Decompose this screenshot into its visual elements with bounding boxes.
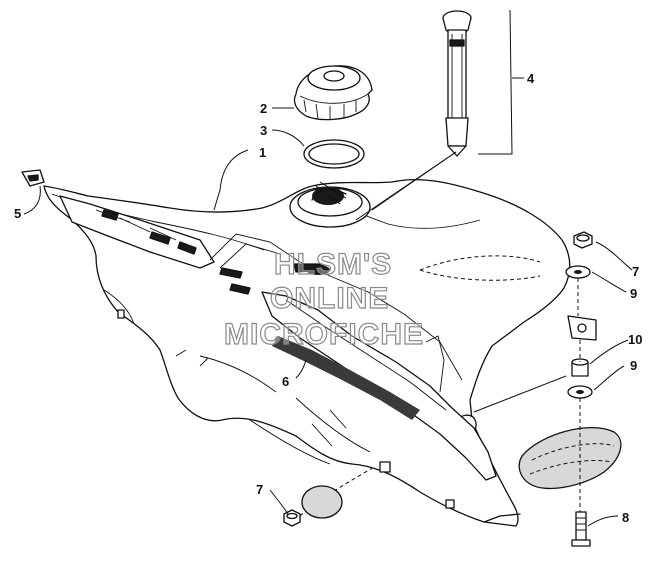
callout-1: 1 <box>259 145 266 160</box>
callout-3: 3 <box>260 123 267 138</box>
callout-9-top: 9 <box>630 286 637 301</box>
callout-7-bottom: 7 <box>256 482 263 497</box>
gas-cap <box>293 65 373 121</box>
watermark-line-3: MICROFICHE <box>224 318 424 351</box>
leader-lines <box>23 9 633 527</box>
callout-2: 2 <box>260 101 267 116</box>
fuel-tank <box>43 178 597 527</box>
callout-4: 4 <box>527 71 535 86</box>
callout-9-bottom: 9 <box>630 358 637 373</box>
bottom-hardware <box>283 465 377 527</box>
watermark-line-2: ONLINE <box>270 282 389 315</box>
watermark: HLSM'S ONLINE MICROFICHE <box>223 247 424 351</box>
callout-7-right: 7 <box>632 264 639 279</box>
callout-6: 6 <box>282 374 289 389</box>
gasket-ring <box>303 139 365 169</box>
callout-10: 10 <box>628 332 642 347</box>
rear-hardware <box>518 231 622 547</box>
heat-shield <box>261 263 497 481</box>
retaining-clip <box>21 169 45 187</box>
callout-5: 5 <box>14 206 21 221</box>
callout-8: 8 <box>622 510 629 525</box>
callouts: 1 2 3 4 5 6 7 7 8 9 9 10 <box>14 71 642 525</box>
watermark-line-1: HLSM'S <box>274 248 392 281</box>
fuel-gauge-sender <box>442 10 472 157</box>
